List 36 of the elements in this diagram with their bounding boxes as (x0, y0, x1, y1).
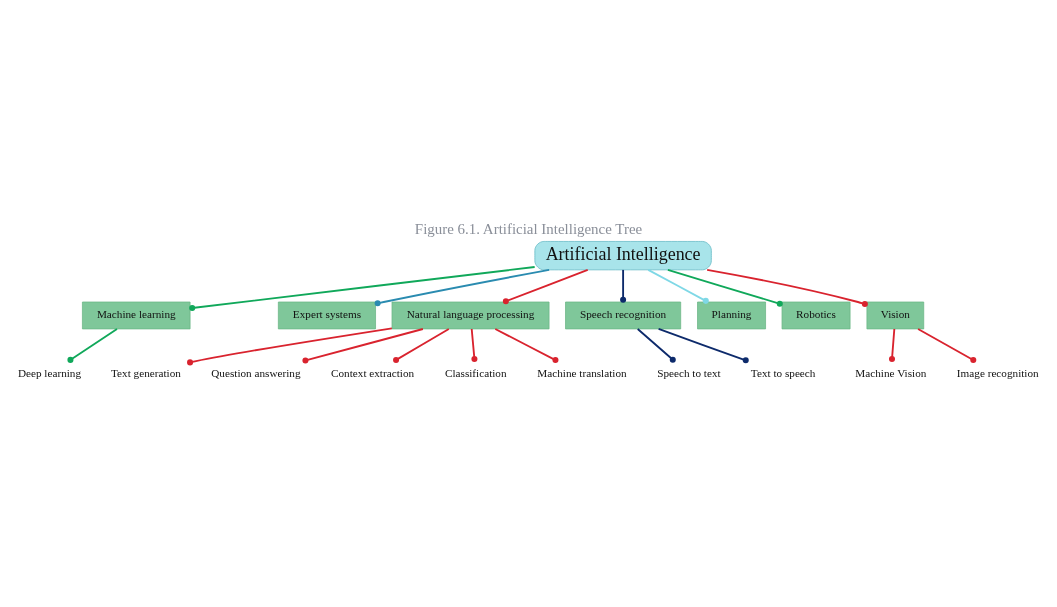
connector (470, 328, 478, 362)
connector (67, 328, 118, 363)
connector (706, 268, 868, 308)
connector (187, 327, 393, 366)
connector (374, 268, 551, 307)
connector (302, 328, 424, 364)
node-text: Text to speech (750, 367, 816, 380)
connector (888, 328, 896, 362)
node-text: Machine translation (537, 367, 627, 380)
node-text: Speech to text (657, 367, 721, 380)
connector (917, 328, 977, 364)
node-text: Classification (444, 367, 507, 380)
node-box: Natural language processing (391, 301, 550, 330)
node-box: Speech recognition (565, 301, 682, 330)
node-text: Context extraction (331, 367, 415, 380)
connector (666, 268, 783, 307)
connector (189, 266, 536, 312)
node-box: Vision (866, 301, 925, 330)
node-text: Machine Vision (855, 367, 927, 380)
connector (494, 328, 559, 364)
connector (647, 268, 709, 304)
node-text: Deep learning (17, 367, 82, 380)
node-text: Text generation (111, 367, 181, 380)
connector (502, 268, 589, 305)
node-box: Expert systems (277, 301, 376, 330)
node-box: Robotics (781, 301, 851, 330)
node-text: Question answering (211, 367, 301, 380)
connector (636, 328, 676, 363)
node-box: Artificial Intelligence (534, 241, 712, 271)
node-box: Machine learning (82, 301, 191, 330)
connector (657, 328, 749, 364)
connector (393, 328, 450, 364)
diagram-title: Figure 6.1. Artificial Intelligence Tree (414, 220, 643, 237)
node-text: Image recognition (956, 367, 1039, 380)
node-box: Planning (697, 301, 766, 330)
connector (620, 268, 627, 303)
